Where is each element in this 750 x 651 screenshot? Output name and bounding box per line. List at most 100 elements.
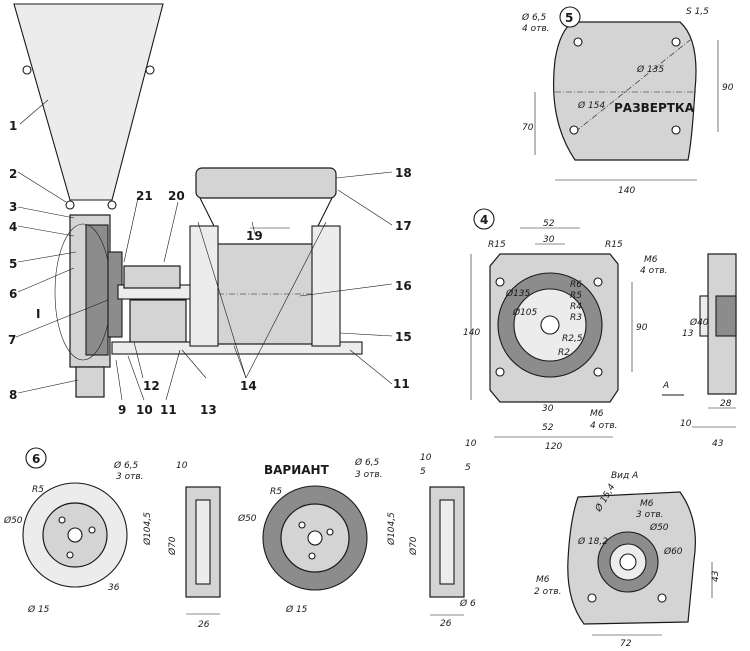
detail-6-hole-count: 3 отв. [116, 472, 144, 482]
hopper-bolt [145, 65, 155, 75]
variant-side-dia-70: Ø70 [408, 536, 419, 556]
callout-9: 9 [118, 403, 126, 417]
variant-dia-15: Ø 15 [285, 604, 308, 615]
detail-5-dim-90: 90 [722, 83, 734, 93]
detail-5-hole [671, 37, 681, 47]
callout-10: 10 [136, 403, 153, 417]
detail-4-dim-120: 120 [545, 442, 562, 452]
detail-6-r5: R5 [32, 485, 44, 495]
detail-4-side-13: 13 [682, 329, 694, 339]
callout-18: 18 [395, 166, 412, 180]
variant-side-6: Ø 6 [459, 598, 476, 609]
detail-4-badge [473, 208, 495, 230]
variant-side-5a: 5 [420, 467, 426, 477]
detail-4-dim-30-bottom: 30 [542, 404, 554, 414]
callout-17: 17 [395, 219, 412, 233]
view-a-hole [587, 593, 597, 603]
callout-6: 6 [9, 287, 17, 301]
detail-5-development [534, 21, 719, 181]
detail-4-m6-bottom: M6 [590, 409, 604, 419]
view-a-dia-182: Ø 18,2 [577, 536, 608, 547]
assembly-view [13, 3, 363, 398]
variant-hole-count: 3 отв. [355, 470, 383, 480]
variant-side-5b: 5 [465, 463, 471, 473]
detail-4-sieve-plate [470, 227, 737, 438]
detail-4-r4: R4 [570, 302, 582, 312]
callout-3: 3 [9, 200, 17, 214]
callout-15: 15 [395, 330, 412, 344]
detail-4-dim-90: 90 [636, 323, 648, 333]
detail-5-hole-count: 4 отв. [522, 24, 550, 34]
detail-5-dev-label: РАЗВЕРТКА [614, 101, 695, 115]
detail-4-view-arrow: А [662, 381, 669, 391]
variant-hole-dia: Ø 6,5 [354, 457, 380, 468]
view-a-m6-2-count: 2 отв. [534, 587, 562, 597]
view-a-dia-50: Ø50 [649, 522, 669, 533]
detail-4-r3: R3 [570, 313, 582, 323]
detail-4-hole [593, 277, 603, 287]
callout-11-right: 11 [393, 377, 410, 391]
view-a-hole [657, 593, 667, 603]
detail-4-dim-52-top: 52 [543, 219, 555, 229]
view-a [567, 491, 713, 636]
view-a-dim-72: 72 [620, 639, 632, 649]
detail-4-side-dia-40: Ø40 [689, 317, 709, 328]
detail-6-hole-dia: Ø 6,5 [113, 460, 139, 471]
callout-2: 2 [9, 167, 17, 181]
callout-16: 16 [395, 279, 412, 293]
detail-6-side-dia-70: Ø70 [167, 536, 178, 556]
detail-4-r2: R2 [558, 348, 570, 358]
detail-5-hole-dia: Ø 6,5 [521, 12, 547, 23]
variant-side-26: 26 [440, 619, 452, 629]
callout-13: 13 [200, 403, 217, 417]
variant-rotor [262, 485, 465, 616]
detail-5-dia-154: Ø 154 [577, 100, 605, 111]
detail-6-badge [25, 447, 47, 469]
detail-5-dia-135: Ø 135 [636, 64, 664, 75]
detail-4-dia-135: Ø135 [505, 288, 531, 299]
hopper-bolt [22, 65, 32, 75]
detail-5-badge [559, 6, 581, 28]
detail-6-side-10: 10 [176, 461, 188, 471]
pulley [123, 265, 181, 289]
detail-4-dim-140: 140 [463, 328, 480, 338]
detail-5-hole [671, 125, 681, 135]
top-roller [195, 167, 337, 199]
detail-6-dim-36: 36 [108, 583, 120, 593]
variant-dia-50: Ø50 [237, 513, 257, 524]
callout-12: 12 [143, 379, 160, 393]
hopper [13, 3, 164, 201]
detail-5-thickness: S 1,5 [686, 7, 709, 17]
view-a-m6-2: М6 [536, 575, 550, 585]
detail-6-side-26: 26 [198, 620, 210, 630]
view-a-dim-43: 43 [711, 570, 721, 582]
detail-5-dim-140: 140 [618, 186, 635, 196]
variant-title: ВАРИАНТ [264, 463, 330, 477]
detail-5-dim-70: 70 [522, 123, 534, 133]
callout-5: 5 [9, 257, 17, 271]
detail-4-r5: R5 [570, 291, 582, 301]
detail-6-number: 6 [32, 452, 40, 466]
detail-4-number: 4 [480, 213, 488, 227]
detail-4-r6: R6 [570, 280, 582, 290]
detail-6-rotor [22, 482, 221, 615]
detail-5-blank [552, 21, 697, 161]
detail-4-r15-right: R15 [605, 240, 623, 250]
callout-11-left: 11 [160, 403, 177, 417]
detail-4-hole [495, 277, 505, 287]
detail-6-dia-50: Ø50 [3, 515, 23, 526]
variant-side-10a: 10 [420, 453, 432, 463]
detail-4-side-10: 10 [680, 419, 692, 429]
detail-4-dia-105: Ø105 [512, 307, 538, 318]
detail-4-r25: R2,5 [562, 334, 583, 344]
view-a-m6: М6 [640, 499, 654, 509]
detail-6-dia-15: Ø 15 [27, 604, 50, 615]
callout-7: 7 [8, 333, 16, 347]
callout-4: 4 [9, 220, 17, 234]
callout-19: 19 [246, 229, 263, 243]
section-mark: I [36, 307, 40, 321]
detail-4-m6-top: M6 [644, 255, 658, 265]
detail-4-hole [593, 367, 603, 377]
detail-4-m6-bottom-count: 4 отв. [590, 421, 618, 431]
